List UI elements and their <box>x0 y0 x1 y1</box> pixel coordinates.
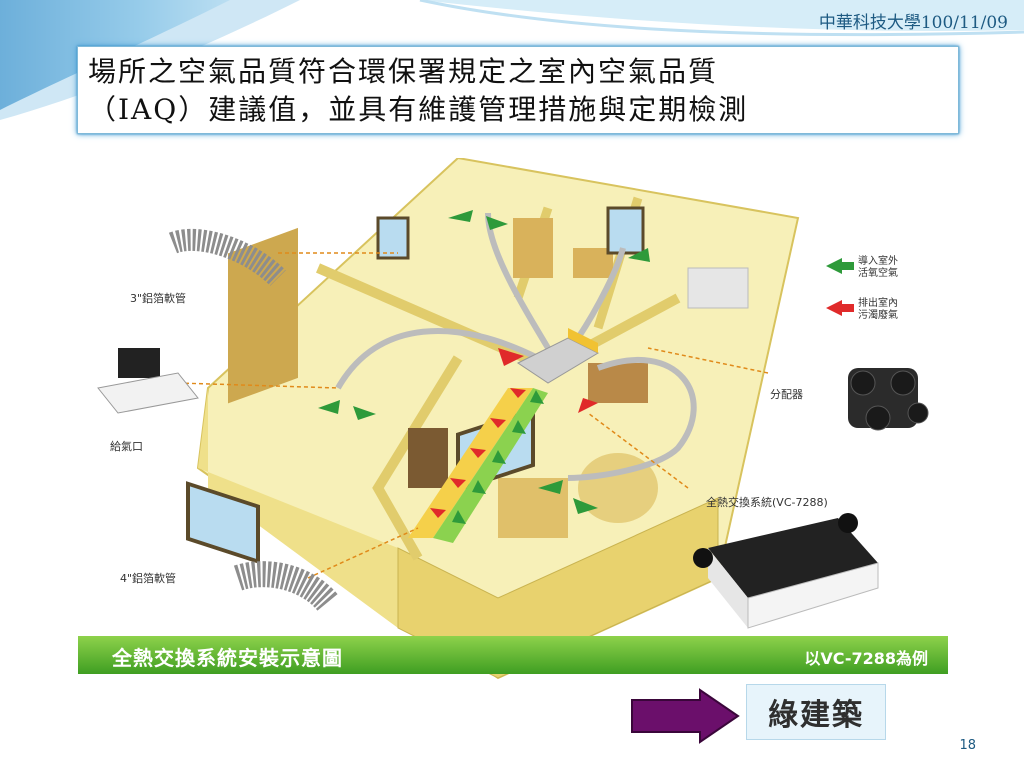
slide-title: 場所之空氣品質符合環保署規定之室內空氣品質 （IAQ）建議值，並具有維護管理措施… <box>77 46 959 134</box>
callout-supply-vent: 給氣口 <box>110 438 143 454</box>
callout-pipe-4in: 4"鋁箔軟管 <box>120 570 176 586</box>
green-building-link[interactable]: 綠建築 <box>746 684 886 740</box>
title-line-2: （IAQ）建議值，並具有維護管理措施與定期檢測 <box>88 91 948 129</box>
legend-green: 導入室外 活氧空氣 <box>858 256 898 280</box>
hvac-diagram <box>78 158 948 680</box>
legend-red: 排出室內 污濁廢氣 <box>858 298 898 322</box>
right-arrow-icon[interactable] <box>630 688 740 744</box>
distributor-part <box>848 368 928 430</box>
callout-distributor: 分配器 <box>770 386 803 402</box>
legend-green-line2: 活氧空氣 <box>858 268 898 280</box>
callout-exchanger: 全熱交換系統(VC-7288) <box>706 494 828 510</box>
callout-pipe-3in: 3"鋁箔軟管 <box>130 290 186 306</box>
page-number: 18 <box>959 738 976 753</box>
diagram-banner: 全熱交換系統安裝示意圖 以VC-7288為例 <box>78 636 948 674</box>
title-line-1: 場所之空氣品質符合環保署規定之室內空氣品質 <box>88 53 948 91</box>
legend-red-line2: 污濁廢氣 <box>858 310 898 322</box>
banner-title: 全熱交換系統安裝示意圖 <box>112 642 343 671</box>
legend-red-line1: 排出室內 <box>858 298 898 310</box>
header-meta: 中華科技大學100/11/09 <box>819 8 1008 33</box>
banner-note: 以VC-7288為例 <box>804 645 928 669</box>
legend-green-line1: 導入室外 <box>858 256 898 268</box>
